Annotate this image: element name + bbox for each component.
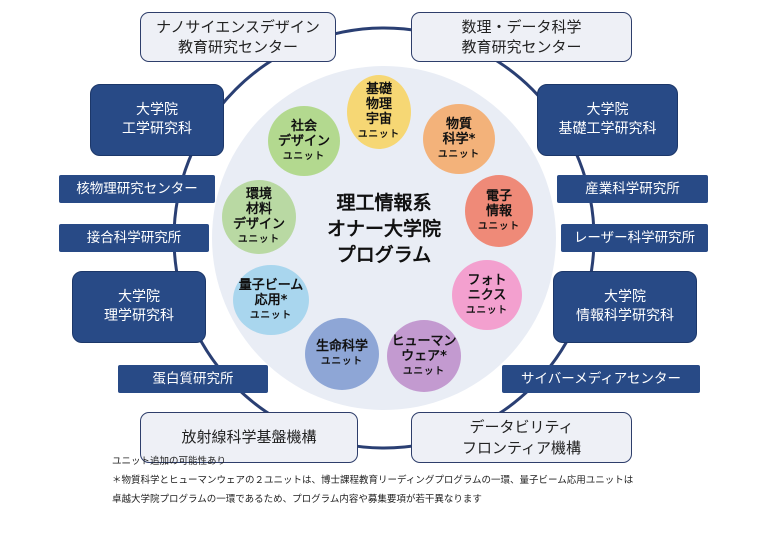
unit-materials-science: 物質 科学* ユニット — [423, 104, 495, 174]
unit-label: 物理 — [365, 97, 392, 113]
unit-sub: ユニット — [282, 150, 325, 162]
org-math-data-center: 数理・データ科学 教育研究センター — [411, 12, 632, 62]
unit-label: ニクス — [467, 287, 507, 303]
org-line: 情報科学研究科 — [576, 308, 674, 324]
unit-label: 科学* — [442, 131, 476, 147]
org-data-ability-frontier: データビリティ フロンティア機構 — [411, 412, 632, 463]
unit-label: 物質 — [445, 116, 472, 132]
unit-label: 応用* — [254, 292, 288, 308]
unit-label: フォト — [467, 272, 507, 288]
unit-label: 宇宙 — [365, 112, 392, 128]
org-joining-welding: 接合科学研究所 — [59, 224, 209, 252]
unit-label: 材料 — [245, 202, 272, 218]
program-title-line: オナー大学院 — [326, 218, 441, 241]
unit-label: 環境 — [245, 187, 272, 203]
unit-sub: ユニット — [402, 365, 445, 377]
org-line: データビリティ — [469, 418, 574, 437]
unit-sub: ユニット — [237, 234, 280, 246]
org-line: 大学院 — [136, 102, 178, 119]
unit-sub: ユニット — [477, 220, 520, 232]
footnote-line: ユニット追加の可能性あり — [112, 456, 227, 467]
org-line: 大学院 — [118, 289, 160, 306]
program-title-line: 理工情報系 — [336, 192, 432, 214]
org-grad-science: 大学院 理学研究科 — [72, 271, 206, 343]
org-line: サイバーメディアセンター — [521, 370, 681, 387]
unit-sub: ユニット — [437, 148, 480, 160]
org-nuclear-physics-center: 核物理研究センター — [59, 175, 215, 203]
unit-label: デザイン — [277, 133, 330, 149]
unit-basic-physics: 基礎 物理 宇宙 ユニット — [347, 75, 411, 149]
org-line: 理学研究科 — [104, 308, 174, 324]
unit-sub: ユニット — [320, 356, 363, 368]
org-line: 基礎工学研究科 — [558, 121, 657, 137]
org-cybermedia-center: サイバーメディアセンター — [502, 365, 700, 393]
org-line: レーザー科学研究所 — [573, 229, 696, 246]
unit-electronics-info: 電子 情報 ユニット — [465, 175, 533, 247]
org-nano-science-center: ナノサイエンスデザイン 教育研究センター — [140, 12, 336, 62]
org-line: 大学院 — [604, 289, 646, 306]
unit-social-design: 社会 デザイン ユニット — [268, 106, 340, 176]
org-grad-engineering: 大学院 工学研究科 — [90, 84, 224, 156]
unit-photonics: フォト ニクス ユニット — [452, 260, 522, 330]
unit-sub: ユニット — [357, 129, 400, 141]
org-line: 核物理研究センター — [76, 180, 198, 197]
unit-label: 社会 — [290, 118, 317, 134]
unit-human-ware: ヒューマン ウェア* ユニット — [387, 320, 461, 392]
unit-label: 量子ビーム — [238, 277, 304, 293]
unit-life-science: 生命科学 ユニット — [305, 318, 379, 390]
org-grad-engineering-science: 大学院 基礎工学研究科 — [537, 84, 678, 156]
org-line: フロンティア機構 — [461, 438, 582, 457]
footnotes: ユニット追加の可能性あり ＊物質科学とヒューマンウェアの２ユニットは、博士課程教… — [112, 452, 633, 509]
unit-environment-materials: 環境 材料 デザイン ユニット — [222, 180, 296, 254]
footnote-line: 卓越大学院プログラムの一環であるため、プログラム内容や募集要項が若干異なります — [112, 494, 482, 505]
program-title-line: プログラム — [336, 244, 432, 267]
unit-label: 情報 — [485, 203, 512, 219]
org-line: 工学研究科 — [122, 121, 192, 137]
org-line: 教育研究センター — [177, 38, 298, 56]
org-line: 大学院 — [586, 102, 629, 119]
org-grad-info-science: 大学院 情報科学研究科 — [553, 271, 697, 343]
unit-sub: ユニット — [249, 309, 292, 321]
org-radiation-science: 放射線科学基盤機構 — [140, 412, 358, 463]
unit-label: デザイン — [232, 217, 285, 233]
org-line: 接合科学研究所 — [86, 229, 182, 246]
unit-sub: ユニット — [465, 304, 508, 316]
org-industrial-science: 産業科学研究所 — [557, 175, 708, 203]
org-laser-science: レーザー科学研究所 — [561, 224, 708, 252]
unit-label: 基礎 — [365, 82, 392, 98]
org-line: 産業科学研究所 — [585, 180, 680, 197]
unit-label: ウェア* — [401, 348, 447, 364]
org-line: 教育研究センター — [461, 38, 582, 56]
unit-label: ヒューマン — [391, 333, 457, 349]
org-line: ナノサイエンスデザイン — [156, 17, 320, 36]
org-line: 放射線科学基盤機構 — [181, 428, 317, 447]
org-line: 数理・データ科学 — [461, 17, 582, 36]
org-protein-research: 蛋白質研究所 — [118, 365, 268, 393]
org-line: 蛋白質研究所 — [152, 370, 234, 387]
unit-label: 電子 — [485, 188, 512, 204]
footnote-line: ＊物質科学とヒューマンウェアの２ユニットは、博士課程教育リーディングプログラムの… — [112, 475, 634, 486]
program-title: 理工情報系 オナー大学院 プログラム — [302, 190, 466, 269]
unit-label: 生命科学 — [315, 339, 368, 355]
unit-quantum-beam: 量子ビーム 応用* ユニット — [233, 265, 309, 335]
